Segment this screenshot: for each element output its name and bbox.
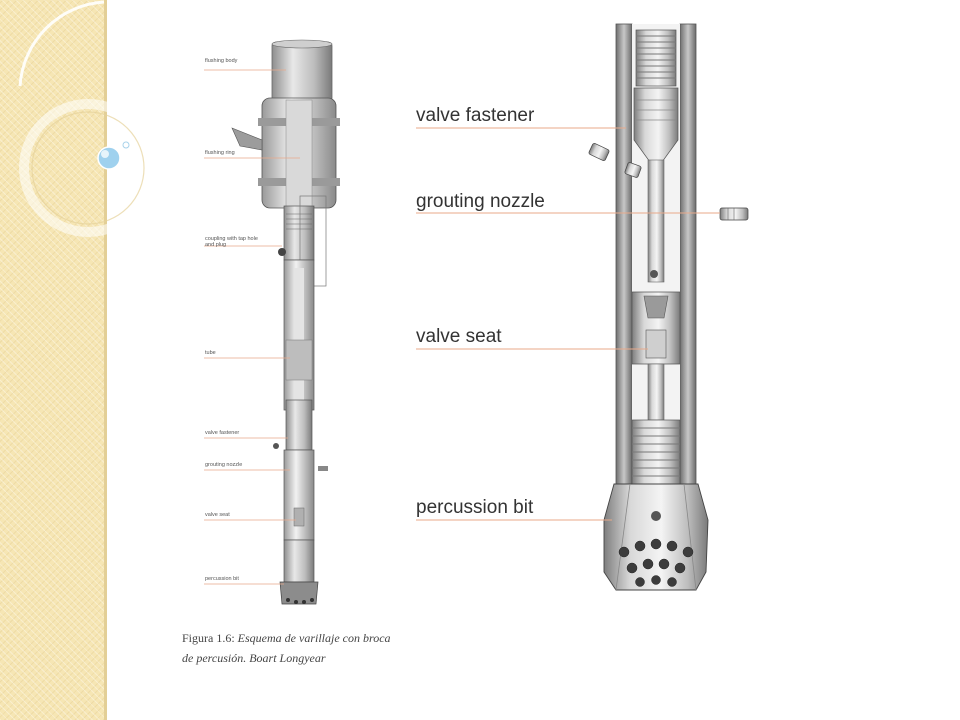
caption-line-1: Figura 1.6: Esquema de varillaje con bro… [182, 628, 482, 648]
outer-tube-right-wall [679, 23, 697, 505]
upper-threaded-rod [635, 29, 677, 87]
lower-rod [647, 363, 665, 421]
small-bubble-icon [122, 141, 130, 149]
valve-seat-ring [645, 329, 667, 359]
flushing-body-top [271, 39, 333, 49]
ring-medium [19, 99, 157, 237]
lower-threads [632, 427, 680, 477]
sidebar-edge [104, 0, 107, 720]
caption-prefix: Figura 1.6: [182, 631, 235, 645]
bit-buttons [286, 598, 314, 604]
percussion-bit-shape [279, 581, 319, 605]
label-grouting-nozzle-small: grouting nozzle [205, 462, 243, 468]
fastener-plug-icon [588, 143, 610, 161]
bit-carbide-buttons [618, 538, 694, 587]
flushing-inlet-shape [231, 127, 263, 151]
tap-hole-plug [278, 248, 286, 256]
center-rod [647, 159, 665, 283]
left-leader-lines [204, 69, 300, 585]
label-percussion-bit: percussion bit [416, 497, 534, 518]
lower-tube-shape [283, 539, 315, 583]
label-grouting-nozzle: grouting nozzle [416, 191, 545, 212]
grouting-nozzle-icon [719, 207, 749, 221]
outer-tube-left-wall [615, 23, 633, 505]
nozzle-ext [318, 466, 328, 471]
label-valve-seat-small: valve seat [205, 512, 230, 518]
upper-threads [636, 35, 676, 79]
coupling-threads [286, 213, 312, 230]
label-valve-fastener-small: valve fastener [205, 430, 240, 436]
valve-seat-cone [643, 295, 669, 319]
bit-facet [615, 483, 631, 591]
percussion-bit-head [603, 483, 709, 591]
label-percussion-bit-small: percussion bit [205, 576, 239, 582]
caption-text-1: Esquema de varillaje con broca [237, 631, 391, 645]
bit-flush-hole [651, 511, 661, 521]
ring-large [18, 0, 105, 87]
right-leader-lines [416, 127, 720, 521]
fastener-plug-installed [624, 162, 642, 178]
caption-text-2: de percusión. Boart Longyear [182, 651, 326, 665]
tube-inner [294, 268, 304, 408]
label-valve-fastener: valve fastener [416, 105, 535, 126]
label-coupling: coupling with tap hole and plug [205, 236, 258, 248]
ring-medium-outline [31, 111, 145, 225]
valve-fastener-shape [285, 399, 313, 451]
housing-inner [285, 99, 313, 211]
bit-facet [683, 483, 697, 591]
tube-joint [285, 339, 313, 381]
bubble-highlight [101, 150, 109, 158]
label-valve-seat: valve seat [416, 326, 502, 347]
valve-seat-mark [293, 507, 305, 527]
label-tube: tube [205, 350, 216, 356]
label-flushing-ring: flushing ring [205, 150, 235, 156]
rod-pin [650, 270, 658, 278]
valve-seat-body [631, 291, 681, 365]
small-nut [273, 443, 279, 449]
label-flushing-body: flushing body [205, 58, 238, 64]
fastener-grooves [636, 99, 676, 121]
figure-caption: Figura 1.6: Esquema de varillaje con bro… [182, 628, 482, 668]
